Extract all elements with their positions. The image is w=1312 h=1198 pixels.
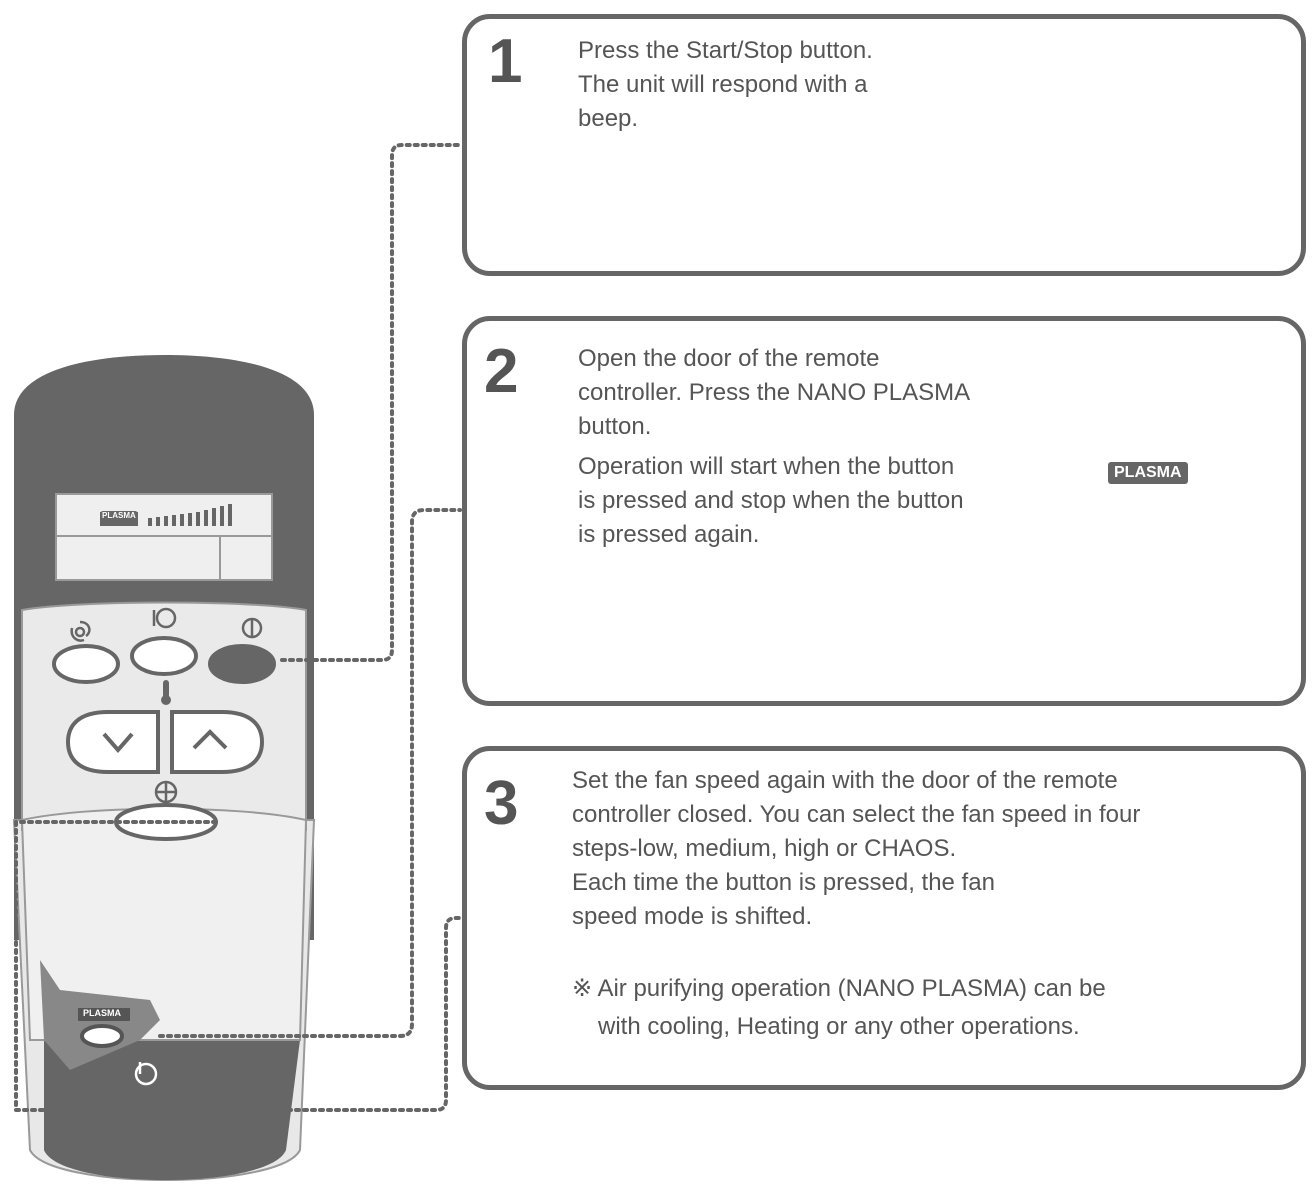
step-3-line: steps-low, medium, high or CHAOS. xyxy=(572,835,957,862)
step-2-line: Operation will start when the button xyxy=(578,453,955,480)
leader-lines xyxy=(14,143,464,1112)
leader-line-step-1 xyxy=(280,143,462,662)
chevron-up-icon xyxy=(192,729,228,750)
airflow-button[interactable] xyxy=(130,636,198,676)
step-1-number: 1 xyxy=(488,27,523,96)
timer-icon xyxy=(134,1062,158,1086)
remote-display-label: PLASMA xyxy=(100,511,138,520)
step-2-line: Open the door of the remote xyxy=(578,345,880,372)
step-3-line: Each time the button is pressed, the fan xyxy=(572,869,995,896)
chevron-down-icon xyxy=(102,732,134,754)
step-3-note: ※ Air purifying operation (NANO PLASMA) … xyxy=(572,970,1106,1046)
remote-controller xyxy=(12,355,316,1181)
temp-up-button[interactable] xyxy=(170,710,265,774)
step-3-line: Set the fan speed again with the door of… xyxy=(572,767,1118,794)
step-2-plasma-label: PLASMA xyxy=(1108,462,1188,484)
step-1-line: Press the Start/Stop button. xyxy=(578,37,873,64)
airflow-icon xyxy=(152,607,177,629)
leader-line-step-2 xyxy=(158,508,462,1038)
step-3-text: Set the fan speed again with the door of… xyxy=(572,764,1140,934)
step-2-line: button. xyxy=(578,413,652,440)
step-3-line: controller closed. You can select the fa… xyxy=(572,801,1141,828)
swirl-button[interactable] xyxy=(52,644,120,684)
fan-icon xyxy=(154,780,178,804)
plasma-door-button[interactable] xyxy=(80,1024,124,1048)
step-2-number: 2 xyxy=(484,337,519,406)
power-icon xyxy=(241,617,263,639)
step-2-line: controller. Press the NANO PLASMA xyxy=(578,379,971,406)
display-fan-bars xyxy=(148,504,232,526)
thermometer-icon xyxy=(161,680,171,705)
step-2-text-2: Operation will start when the button is … xyxy=(578,450,964,552)
note-line: with cooling, Heating or any other opera… xyxy=(598,1013,1080,1040)
step-2-line: is pressed again. xyxy=(578,521,760,548)
remote-door-label: PLASMA xyxy=(80,1008,124,1018)
step-2-box xyxy=(462,316,1306,706)
step-3-line: speed mode is shifted. xyxy=(572,903,813,930)
note-line: ※ Air purifying operation (NANO PLASMA) … xyxy=(572,970,1106,1008)
step-1-text: Press the Start/Stop button. The unit wi… xyxy=(578,34,873,136)
step-2-text: Open the door of the remote controller. … xyxy=(578,342,970,444)
step-1-line: beep. xyxy=(578,105,639,132)
note-mark-icon: ※ xyxy=(572,975,593,1002)
remote-display xyxy=(55,493,273,581)
step-2-line: is pressed and stop when the button xyxy=(578,487,964,514)
swirl-icon xyxy=(70,620,91,642)
note-text: Air purifying operation (NANO PLASMA) ca… xyxy=(597,975,1106,1002)
step-3-box xyxy=(462,746,1306,1090)
step-1-box xyxy=(462,14,1306,276)
power-button[interactable] xyxy=(208,644,276,684)
leader-line-step-3 xyxy=(14,820,464,1112)
step-3-number: 3 xyxy=(484,769,519,838)
step-1-line: The unit will respond with a xyxy=(578,71,868,98)
